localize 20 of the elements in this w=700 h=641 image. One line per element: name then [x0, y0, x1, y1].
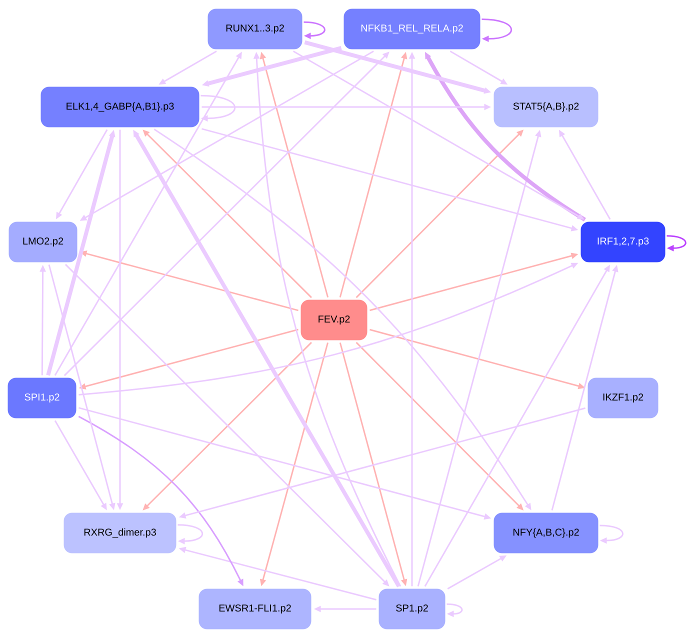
node-box: STAT5{A,B}.p2 [492, 85, 600, 129]
node-box: NFKB1_REL_RELA.p2 [342, 7, 482, 51]
node-box: LMO2.p2 [7, 220, 79, 264]
node-box: IKZF1.p2 [586, 376, 660, 420]
arrow [600, 524, 624, 544]
node-box: IRF1,2,7.p3 [579, 220, 667, 264]
node-box: NFY{A,B,C}.p2 [492, 511, 600, 555]
node-box: ELK1,4_GABP{A,B1}.p3 [39, 85, 201, 129]
arrow [446, 603, 463, 618]
arrow [666, 235, 686, 252]
arrow [304, 21, 326, 40]
node-box: FEV.p2 [299, 298, 369, 342]
node-box: EWSR1-FLI1.p2 [197, 587, 313, 631]
arrow [178, 524, 203, 544]
node-box: RXRG_dimer.p3 [62, 511, 178, 555]
node-box: SPI1.p2 [6, 376, 78, 420]
arrow [200, 94, 236, 122]
node-box: RUNX1..3.p2 [206, 7, 304, 51]
node-box: SP1.p2 [377, 587, 447, 631]
arrow [482, 18, 512, 42]
